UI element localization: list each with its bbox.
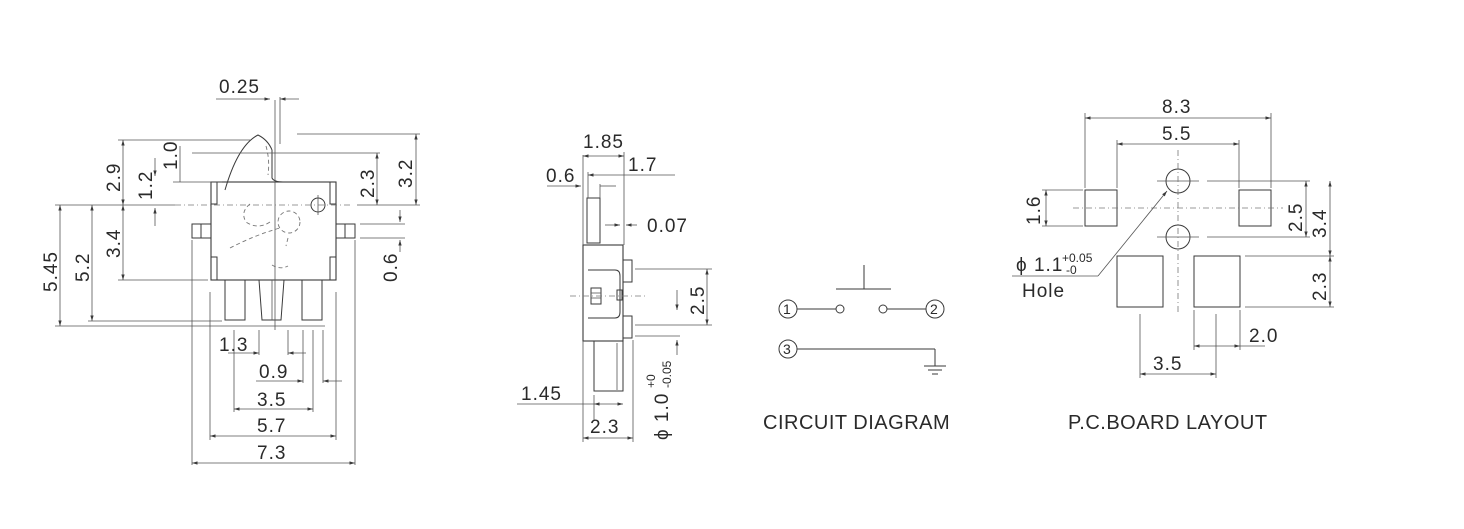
circuit-diagram-caption: CIRCUIT DIAGRAM: [763, 412, 950, 434]
terminal-pad-left: [1116, 255, 1164, 308]
pin-2-marker: [925, 299, 945, 319]
ground-icon: [924, 365, 946, 375]
dim-body-height: 5.45: [41, 251, 62, 292]
dim-terminal-thickness: 1.45: [521, 384, 562, 405]
svg-text:+0.05: +0.05: [1062, 251, 1093, 265]
pcb-layout-caption: P.C.BOARD LAYOUT: [1068, 412, 1268, 434]
dim-body-width: 5.7: [257, 416, 286, 437]
svg-text:-0: -0: [1066, 263, 1077, 277]
dim-pin-width: 1.3: [219, 335, 248, 356]
circuit-diagram: 1 2 3 CIRCUIT DIAGRAM: [763, 265, 950, 434]
dim-hole-span: 3.4: [1310, 209, 1331, 238]
contact-2: [878, 304, 888, 314]
peg-bottom: [622, 315, 633, 339]
dim-right-top-a: 2.3: [358, 169, 379, 198]
terminal-3: [258, 279, 285, 321]
dim-hole-pitch: 2.5: [1286, 203, 1307, 232]
contact-1: [835, 304, 845, 314]
svg-text:Hole: Hole: [1022, 281, 1065, 302]
dim-shoulder: 1.2: [136, 171, 157, 200]
front-view: 0.25 2.9 1.0 1.2 2.3 3.2 0.6 5.45: [41, 77, 420, 465]
dim-peg-pitch: 2.5: [688, 286, 709, 315]
dim-inner-width: 5.5: [1162, 124, 1191, 145]
svg-text:1: 1: [783, 301, 791, 317]
dim-body-to-terminal: 5.2: [73, 253, 94, 282]
hole-callout: ϕ 1.1 +0.05 -0 Hole: [1016, 251, 1093, 302]
actuator-lever: [224, 134, 314, 191]
body-side: [582, 244, 624, 342]
terminal-side: [593, 340, 624, 392]
dim-total-depth: 1.85: [583, 132, 624, 153]
dim-side-tab: 0.6: [381, 253, 402, 282]
actuator-side: [586, 197, 601, 244]
dim-outer-width: 8.3: [1162, 97, 1191, 118]
svg-text:ϕ 1.0: ϕ 1.0: [652, 393, 673, 440]
dim-pad-pitch: 3.5: [1153, 354, 1182, 375]
dim-side-pad-height: 1.6: [1024, 196, 1045, 225]
svg-text:2: 2: [930, 301, 938, 317]
terminal-1: [224, 279, 246, 321]
svg-text:ϕ 1.1: ϕ 1.1: [1016, 255, 1063, 276]
dim-depth-inner: 1.7: [628, 155, 657, 176]
dim-base-depth: 2.3: [590, 417, 619, 438]
terminal-2: [301, 279, 323, 321]
dim-lower-body: 3.4: [104, 229, 125, 258]
dim-pad-height: 2.3: [1310, 272, 1331, 301]
dim-lever-offset: 0.25: [219, 77, 260, 98]
svg-text:-0.05: -0.05: [660, 360, 674, 388]
side-view: 1.85 1.7 0.6 0.07 2.5 1.45 2.3: [517, 132, 712, 442]
terminal-pad-right: [1193, 255, 1241, 308]
peg-top: [622, 259, 633, 283]
dim-pin-gap: 0.9: [259, 362, 288, 383]
dim-pin-pitch: 3.5: [257, 390, 286, 411]
dim-actuator-thickness: 0.6: [546, 166, 575, 187]
dim-pad-width: 2.0: [1249, 326, 1278, 347]
dim-lever-tip: 1.0: [161, 141, 182, 170]
dim-right-top-b: 3.2: [396, 159, 417, 188]
pcb-layout: 8.3 5.5 1.6 2.5 3.4 2.3 2.0 3.5: [1012, 97, 1334, 434]
switch-body: [210, 181, 337, 281]
dim-gap: 0.07: [647, 216, 688, 237]
dim-top-height: 2.9: [104, 163, 125, 192]
dim-overall-width: 7.3: [257, 443, 286, 464]
svg-text:+0: +0: [644, 374, 658, 388]
dim-peg-diameter: ϕ 1.0 +0 -0.05: [644, 360, 674, 440]
svg-text:3: 3: [783, 341, 791, 357]
